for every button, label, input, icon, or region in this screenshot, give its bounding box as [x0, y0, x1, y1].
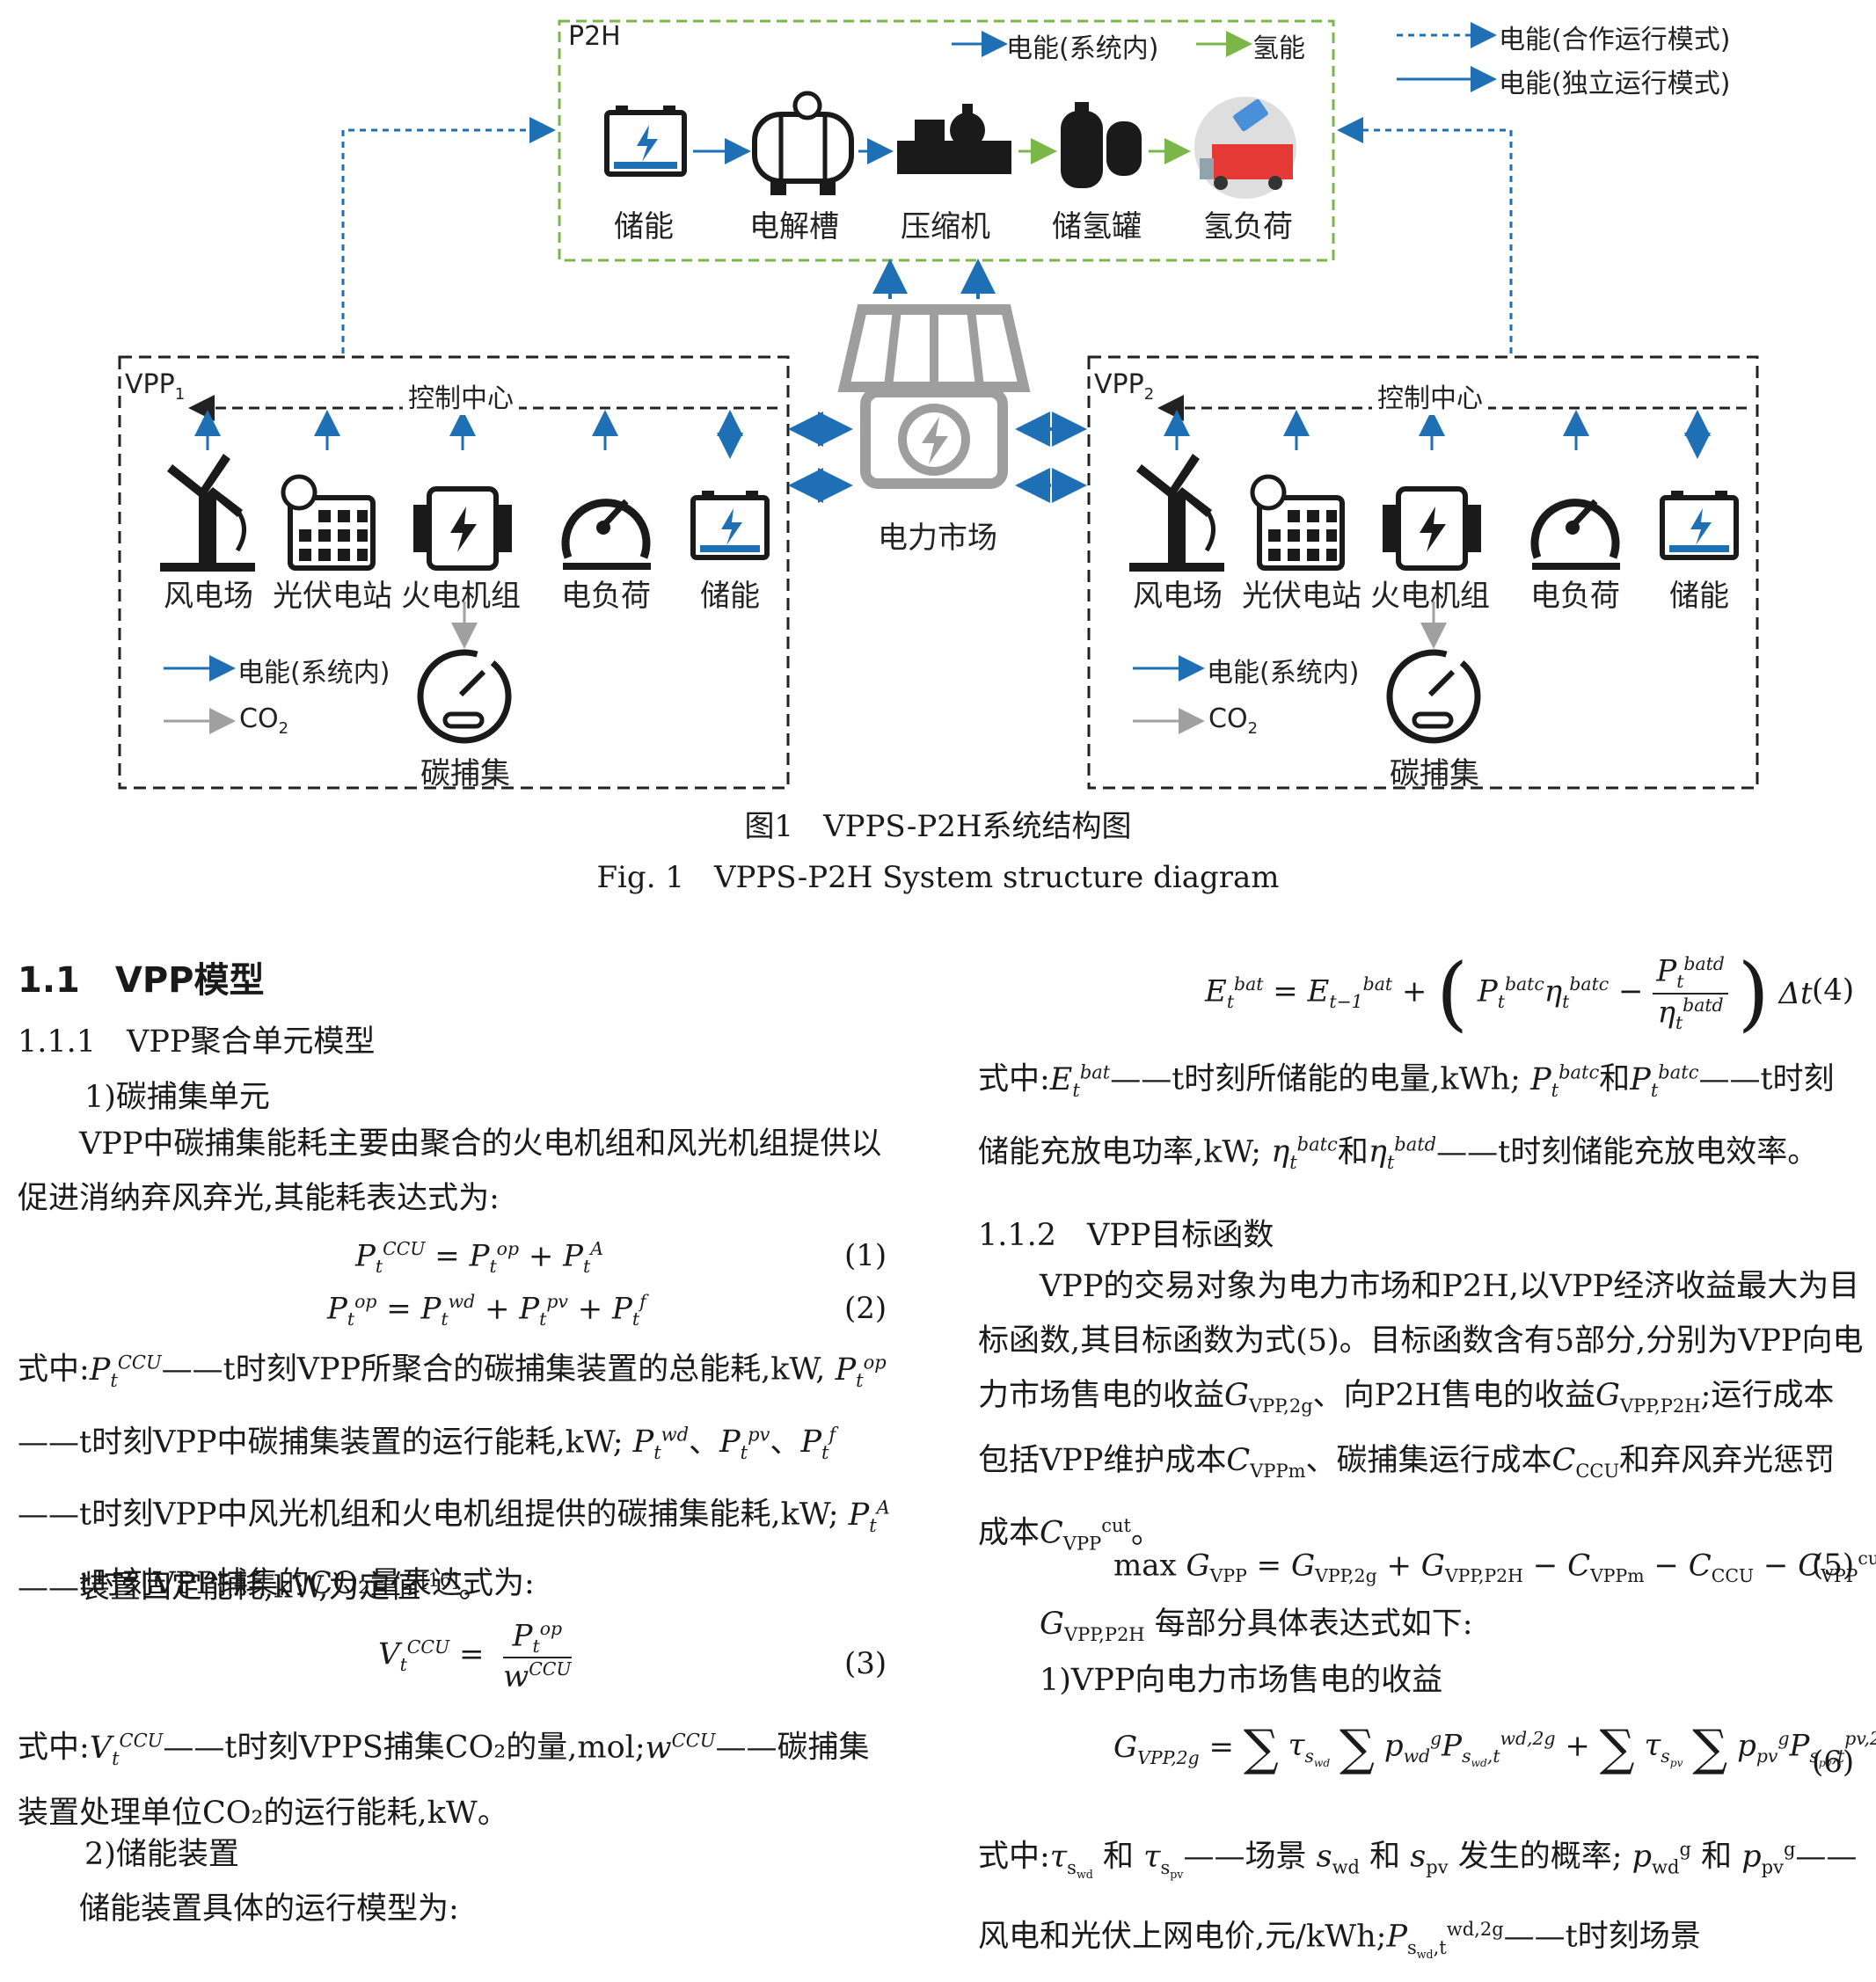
- system-structure-diagram: [118, 19, 1759, 790]
- equation-3: VtCCU = Ptop wCCU: [378, 1618, 572, 1694]
- vpp2-item-load: 电负荷: [1530, 579, 1620, 614]
- equation-5: max GVPP = GVPP,2g + GVPP,P2H − CVPPm − …: [1113, 1548, 1876, 1587]
- vpp2-title: VPP2: [1094, 369, 1155, 404]
- vpp1-item-pv: 光伏电站: [273, 579, 392, 614]
- p2h-item-h2-tank: 储氢罐: [1052, 209, 1142, 244]
- section-heading: 1.1 VPP模型: [18, 960, 265, 1001]
- vpp2-item-pv: 光伏电站: [1242, 579, 1361, 614]
- subsection-heading: 1.1.1 VPP聚合单元模型: [18, 1024, 376, 1060]
- equation-6-number: (6): [1812, 1745, 1855, 1780]
- p2h-item-compressor: 压缩机: [901, 209, 990, 244]
- definitions-eq4: 式中:Etbat——t时刻所储能的电量,kWh; Ptbatc和Ptbatc——…: [978, 1061, 1835, 1174]
- equation-1: PtCCU = Ptop + PtA: [355, 1238, 603, 1278]
- vpp2-legend-co2: CO2: [1208, 703, 1259, 738]
- battery-icon: [604, 106, 687, 177]
- power-market-store-icon: [837, 304, 1031, 489]
- pv-station-icon: [281, 474, 376, 571]
- vpp1-box: [118, 355, 790, 790]
- vpp2-ccs-label: 碳捕集: [1390, 756, 1479, 791]
- legend-indep: 电能(独立运行模式): [1499, 69, 1731, 99]
- equation-4-number: (4): [1812, 973, 1855, 1008]
- thermal-unit-icon: [413, 486, 512, 571]
- legend-coop: 电能(合作运行模式): [1499, 25, 1731, 55]
- vpp1-item-storage: 储能: [700, 579, 760, 614]
- equation-6: GVPP,2g = ∑ τswd ∑ pwdgPswd,twd,2g + ∑ τ…: [1113, 1720, 1876, 1777]
- vpp2-box: [1087, 355, 1759, 790]
- electric-load-gauge-icon: [561, 499, 651, 570]
- paragraph-parts: GVPP,P2H 每部分具体表达式如下:: [1040, 1607, 1473, 1645]
- paragraph-objective: VPP的交易对象为电力市场和P2H,以VPP经济收益最大为目标函数,其目标函数为…: [978, 1269, 1864, 1555]
- p2h-item-h2-load: 氢负荷: [1203, 209, 1293, 244]
- equation-3-number: (3): [844, 1646, 887, 1681]
- p2h-box: [558, 19, 1335, 262]
- vpp2-legend-elec: 电能(系统内): [1207, 658, 1360, 689]
- equation-2: Ptop = Ptwd + Ptpv + Ptf: [327, 1291, 646, 1330]
- item-revenue-market: 1)VPP向电力市场售电的收益: [1040, 1663, 1443, 1698]
- vpp1-control-center: 控制中心: [403, 376, 519, 415]
- p2h-legend-elec: 电能(系统内): [1006, 33, 1159, 64]
- definitions-eq6: 式中:τswd 和 τspv——场景 swd 和 spv 发生的概率; pwdg…: [978, 1839, 1858, 1961]
- battery-icon: [690, 491, 770, 560]
- hydrogen-load-truck-icon: [1194, 97, 1296, 199]
- subsection-heading-objective: 1.1.2 VPP目标函数: [978, 1218, 1274, 1253]
- p2h-legend-h2: 氢能: [1252, 33, 1305, 64]
- p2h-item-electrolyzer: 电解槽: [749, 209, 839, 244]
- vpp1-item-load: 电负荷: [561, 579, 651, 614]
- definitions-eq3: 式中:VtCCU——t时刻VPPS捕集CO₂的量,mol;wCCU——碳捕集装置…: [18, 1730, 870, 1831]
- vpp2-item-wind: 风电场: [1133, 579, 1223, 614]
- vpp1-legend-elec: 电能(系统内): [237, 658, 391, 689]
- paragraph-co2-captured: t时刻VPP捕集的CO₂量表达式为:: [79, 1566, 535, 1601]
- figure-caption-cn: 图1 VPPS-P2H系统结构图: [744, 809, 1132, 844]
- p2h-title: P2H: [568, 21, 621, 52]
- market-label: 电力市场: [878, 521, 997, 556]
- carbon-capture-gauge-icon: [1386, 649, 1481, 744]
- paragraph-ccs-intro: VPP中碳捕集能耗主要由聚合的火电机组和风光机组提供以促进消纳弃风弃光,其能耗表…: [18, 1126, 882, 1216]
- vpp1-item-wind: 风电场: [164, 579, 253, 614]
- item-storage: 2)储能装置: [84, 1837, 239, 1872]
- electrolyzer-icon: [752, 91, 854, 195]
- equation-1-number: (1): [844, 1238, 887, 1273]
- equation-5-number: (5): [1812, 1548, 1855, 1583]
- equation-2-number: (2): [844, 1291, 887, 1326]
- hydrogen-tank-icon: [1061, 102, 1142, 188]
- paragraph-storage-model: 储能装置具体的运行模型为:: [79, 1891, 459, 1927]
- p2h-item-storage: 储能: [614, 209, 674, 244]
- vpp1-legend-co2: CO2: [239, 703, 289, 738]
- vpp2-control-center: 控制中心: [1372, 376, 1488, 415]
- item-carbon-capture: 1)碳捕集单元: [84, 1080, 270, 1115]
- equation-4: Etbat = Et−1bat + ( Ptbatcηtbatc − Ptbat…: [1205, 946, 1813, 1040]
- wind-turbine-icon: [160, 454, 255, 572]
- figure-caption-en: Fig. 1 VPPS-P2H System structure diagram: [596, 860, 1280, 895]
- vpp2-item-storage: 储能: [1669, 579, 1729, 614]
- compressor-icon: [897, 104, 1011, 174]
- carbon-capture-gauge-icon: [417, 649, 512, 744]
- vpp1-ccs-label: 碳捕集: [420, 756, 510, 791]
- definitions-eq1-2: 式中:PtCCU——t时刻VPP所聚合的碳捕集装置的总能耗,kW, Ptop——…: [18, 1352, 890, 1606]
- vpp1-item-thermal: 火电机组: [401, 579, 521, 614]
- vpp1-title: VPP1: [125, 369, 186, 404]
- vpp2-item-thermal: 火电机组: [1370, 579, 1490, 614]
